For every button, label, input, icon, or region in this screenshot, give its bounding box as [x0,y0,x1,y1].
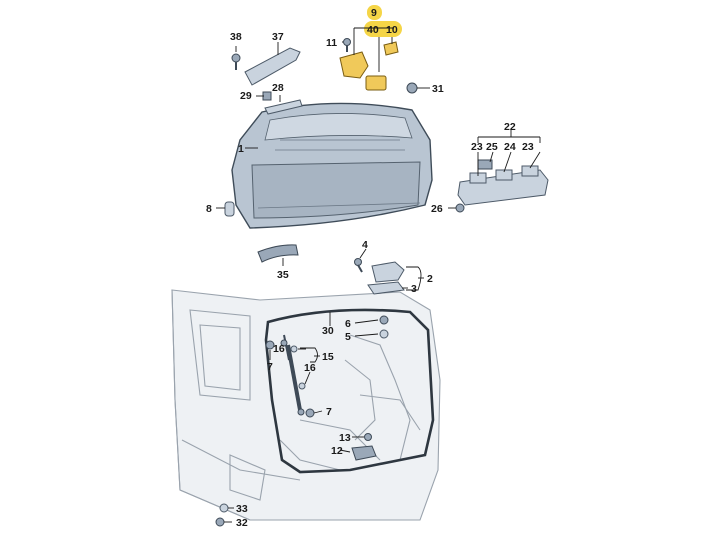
callout-24: 24 [504,141,516,153]
part-29-clip [262,91,272,101]
gas-strut [280,334,305,416]
part-33-clip [219,503,229,513]
part-6-nut [379,315,389,325]
callout-23b: 23 [522,141,534,153]
callout-15: 15 [322,351,334,363]
part-32-screw [215,517,225,527]
tailgate-panel [231,102,433,229]
callout-8: 8 [206,203,212,215]
callout-16b: 16 [304,362,316,374]
callout-38: 38 [230,31,242,43]
callout-33: 33 [236,503,248,515]
callout-12: 12 [331,445,343,457]
tailgate-opening-seal [264,308,435,474]
callout-7b: 7 [326,406,332,418]
part-7-stud-lower [305,408,315,418]
part-16-clip-upper [290,345,298,353]
callout-26: 26 [431,203,443,215]
callout-37: 37 [272,31,284,43]
callout-25: 25 [486,141,498,153]
part-13-bolt [364,433,372,441]
part-35-handle [257,244,299,263]
callout-11: 11 [326,37,337,49]
callout-4: 4 [362,239,368,251]
callout-28: 28 [272,82,284,94]
callout-2: 2 [427,273,433,285]
callout-highlight-40-10 [364,21,402,37]
callout-13: 13 [339,432,351,444]
tailgate-lock [339,41,399,91]
callout-10: 10 [386,24,398,36]
callout-5: 5 [345,331,351,343]
leader-lines [216,27,541,523]
callout-35: 35 [277,269,289,281]
callout-3: 3 [411,283,417,295]
vehicle-rear-body [171,289,441,521]
callout-40: 40 [367,24,379,36]
callout-6: 6 [345,318,351,330]
part-5-washer [379,329,389,339]
hinge-bracket-assembly [455,159,549,213]
callout-23a: 23 [471,141,483,153]
part-37-cover [244,47,301,86]
callout-31: 31 [432,83,444,95]
part-12-striker [351,445,377,461]
part-7-stud-upper [265,340,275,350]
tailgate-hinge [371,261,405,283]
callout-29: 29 [240,90,252,102]
part-28-pad [264,99,303,115]
part-11-screw [343,38,351,52]
callout-labels: 38 37 11 9 40 10 28 29 31 1 22 23 25 24 … [206,7,534,529]
part-16-clip-lower [298,382,306,390]
callout-22: 22 [504,121,516,133]
part-8-bumper [224,201,235,217]
callout-32: 32 [236,517,248,529]
part-3-plate [367,281,405,295]
callout-30: 30 [322,325,334,337]
part-31-grommet [406,82,418,94]
callout-16a: 16 [273,343,285,355]
callout-7a: 7 [267,361,273,373]
callout-highlight-9 [367,5,382,20]
callout-1: 1 [238,143,244,155]
part-4-screw [354,258,363,273]
part-38-screw [231,53,241,70]
callout-9: 9 [371,7,377,19]
